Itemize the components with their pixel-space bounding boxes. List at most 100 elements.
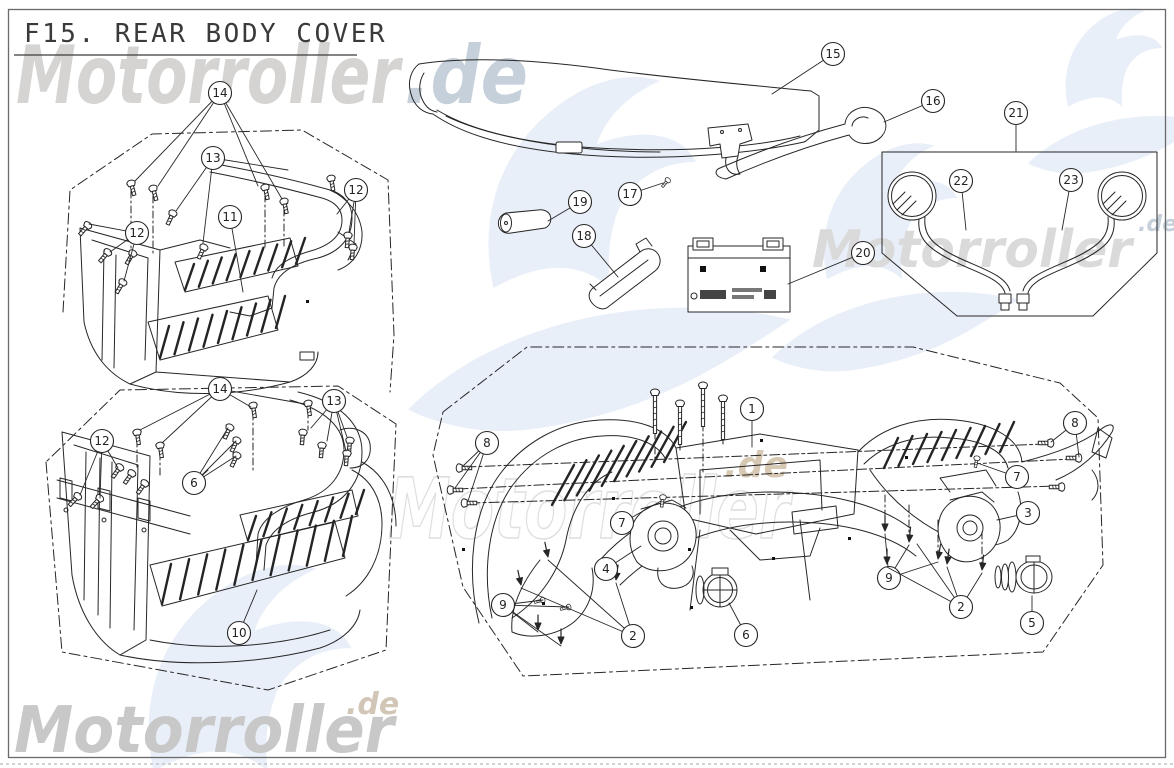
callout-2: 2 — [520, 559, 646, 649]
bolt-icon — [659, 176, 672, 190]
callout-11: 11 — [217, 204, 244, 293]
callout-leader-line — [219, 92, 283, 200]
tread-slat — [308, 499, 319, 527]
callout-9: 9 — [490, 592, 570, 647]
callout-circle — [1019, 610, 1045, 636]
battery-drawing — [687, 237, 791, 313]
callout-number: 2 — [957, 600, 965, 614]
callout-15: 15 — [771, 41, 846, 95]
tread-slat — [239, 249, 251, 279]
mirror-kit-drawing — [881, 151, 1158, 317]
callout-circle — [1004, 464, 1030, 490]
mounting-hole — [760, 439, 763, 442]
tread-slat — [253, 246, 265, 275]
watermark-domain-top: .de — [404, 29, 528, 122]
callout-number: 18 — [576, 229, 591, 243]
bolt-icon — [131, 428, 144, 446]
tread-slat — [183, 262, 196, 292]
callout-circle — [200, 145, 226, 171]
tread-slat — [600, 444, 625, 488]
callout-9: 9 — [876, 533, 939, 591]
floor-panel-upper-drawing — [79, 161, 363, 395]
callout-number: 11 — [222, 210, 237, 224]
tread-slat — [160, 562, 173, 606]
tread-slat — [341, 514, 354, 558]
callout-18: 18 — [571, 223, 619, 278]
bolt-icon — [220, 422, 236, 441]
callout-circle — [609, 510, 635, 536]
callout-22: 22 — [948, 168, 974, 231]
round-lamp-left-drawing — [695, 567, 738, 608]
tread-slat — [882, 436, 900, 470]
callout-circle — [733, 622, 759, 648]
bolt-icon — [147, 183, 161, 202]
tread-slat — [233, 543, 245, 586]
callout-leader-line — [886, 566, 962, 608]
callout-number: 12 — [348, 183, 363, 197]
bolt-icon — [154, 441, 167, 459]
watermark-domain-right: .de — [1138, 212, 1174, 237]
bolt-icon — [971, 455, 981, 469]
bolt-icon — [316, 441, 327, 459]
tread-slat — [202, 313, 214, 348]
tread-slat — [246, 514, 258, 542]
callout-leader-line — [771, 53, 834, 95]
tread-slat — [323, 496, 335, 523]
callout-number: 13 — [205, 151, 220, 165]
tread-slat — [260, 298, 272, 333]
callout-leader-line — [161, 388, 221, 444]
callout-12: 12 — [88, 220, 150, 282]
callout-circle — [571, 223, 597, 249]
callout-number: 12 — [94, 434, 109, 448]
bolt-icon — [120, 467, 138, 487]
callout-number: 14 — [212, 382, 227, 396]
callout-leader-line — [547, 559, 634, 637]
tread-slat — [662, 420, 688, 464]
callout-number: 23 — [1063, 173, 1078, 187]
taillight-left-drawing — [629, 499, 697, 589]
tapping-screw-icon — [514, 569, 525, 587]
tread-slat — [158, 324, 171, 360]
callout-number: 13 — [326, 394, 341, 408]
callout-14: 14 — [139, 376, 306, 444]
long-screw-icon — [698, 381, 708, 427]
tread-slat — [955, 426, 972, 460]
callout-8: 8 — [1050, 410, 1088, 458]
tread-slat — [926, 430, 943, 464]
tread-slat — [339, 492, 350, 519]
tread-slat — [280, 240, 293, 269]
tread-slat — [216, 309, 229, 345]
tread-slat — [305, 524, 317, 567]
callout-circle — [321, 388, 347, 414]
tread-slat — [274, 294, 287, 330]
tread-slat — [287, 529, 299, 572]
bolt-icon — [325, 174, 338, 192]
watermark-texts: Motorroller .de Motorroller .de Motorrol… — [14, 29, 1174, 768]
bolt-icon — [76, 219, 94, 238]
callout-19: 19 — [547, 189, 593, 222]
grab-rail-drawing — [715, 107, 887, 180]
tread-slat — [187, 317, 200, 352]
callout-leader-line — [219, 92, 259, 187]
callout-leader-line — [212, 157, 289, 171]
callout-number: 10 — [231, 626, 246, 640]
callout-number: 22 — [953, 174, 968, 188]
tread-slat — [897, 434, 914, 468]
callout-circle — [1003, 100, 1029, 126]
tread-slat — [550, 463, 576, 507]
callout-number: 14 — [212, 86, 227, 100]
mounting-hole — [688, 548, 691, 551]
callout-number: 6 — [190, 476, 198, 490]
tread-hatching — [158, 236, 1016, 606]
callout-leader-line — [916, 543, 962, 608]
strap-drawing — [588, 237, 661, 310]
tread-slat — [650, 425, 675, 468]
tread-slat — [323, 519, 336, 562]
callout-circle — [207, 376, 233, 402]
mounting-hole — [905, 456, 908, 459]
callout-number: 9 — [885, 571, 893, 585]
tread-slat — [613, 439, 638, 483]
tread-slat — [293, 503, 304, 531]
